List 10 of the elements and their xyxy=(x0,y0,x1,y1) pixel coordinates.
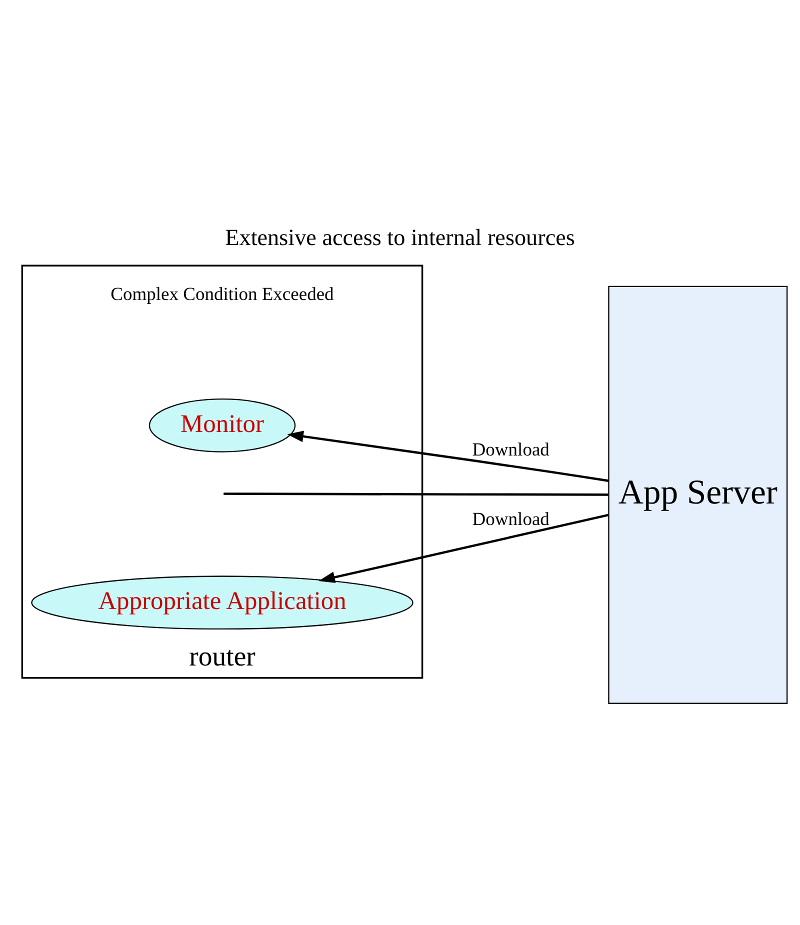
node-box: App Server xyxy=(608,286,788,704)
connector xyxy=(224,492,608,496)
arrow xyxy=(287,430,609,482)
diagram-title: Extensive access to internal resources xyxy=(225,224,575,251)
node-ellipse: Monitor xyxy=(148,398,296,452)
node-ellipse: Appropriate Application xyxy=(31,576,414,630)
label: Complex Condition Exceeded xyxy=(110,284,334,306)
edge-label: Download xyxy=(472,439,550,460)
arrow xyxy=(318,514,609,583)
edge-label: Download xyxy=(472,508,550,530)
